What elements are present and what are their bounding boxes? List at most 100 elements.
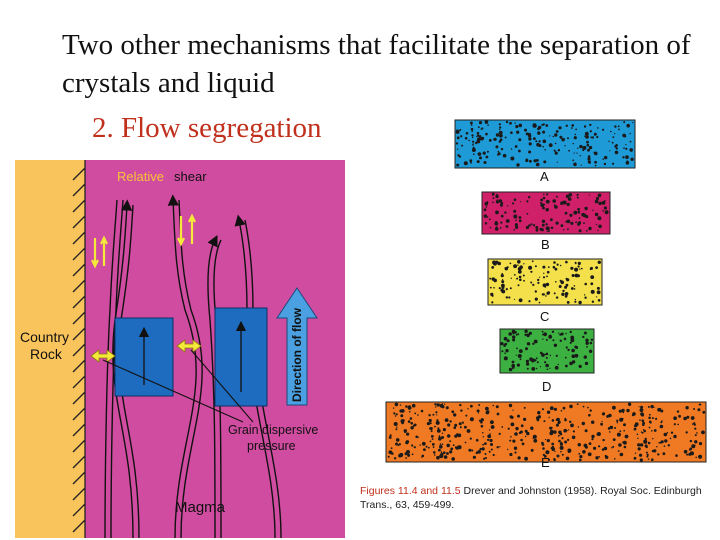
panel-grain xyxy=(566,220,570,224)
panel-grain xyxy=(583,406,585,408)
panel-grain xyxy=(518,284,520,286)
panel-grain xyxy=(690,440,692,442)
panel-grain xyxy=(487,151,489,153)
panel-grain xyxy=(543,276,545,278)
panel-grain xyxy=(499,287,501,289)
panel-grain xyxy=(549,143,553,147)
panel-grain xyxy=(411,444,413,446)
panel-grain xyxy=(585,339,588,342)
panel-grain xyxy=(465,137,468,140)
panel-grain xyxy=(473,456,476,459)
panel-grain xyxy=(484,208,487,211)
panel-grain xyxy=(572,360,575,363)
panel-grain xyxy=(456,130,460,134)
panel-grain xyxy=(522,443,525,446)
panel-grain xyxy=(604,156,607,159)
panel-grain xyxy=(585,215,588,218)
panel-grain xyxy=(625,144,626,145)
panel-grain xyxy=(650,405,653,408)
panel-grain xyxy=(481,447,484,450)
panel-grain xyxy=(573,211,577,215)
panel-grain xyxy=(570,424,574,428)
panel-grain xyxy=(433,446,435,448)
panel-grain xyxy=(547,439,550,442)
panel-grain xyxy=(470,405,473,408)
panel-grain xyxy=(619,418,623,422)
panel-grain xyxy=(400,404,401,405)
panel-grain xyxy=(446,406,449,409)
panel-grain xyxy=(693,408,695,410)
panel-grain xyxy=(523,280,525,282)
panel-grain xyxy=(515,123,516,124)
panel-grain xyxy=(485,222,487,224)
panel-grain xyxy=(495,227,499,231)
panel-grain xyxy=(434,426,436,428)
panel-grain xyxy=(579,229,582,232)
panel-grain xyxy=(590,136,592,138)
panel-grain xyxy=(588,452,592,456)
panel-grain xyxy=(585,429,588,432)
panel-grain xyxy=(598,445,600,447)
panel-grain xyxy=(434,454,436,456)
panel-grain xyxy=(616,420,618,422)
panel-grain xyxy=(642,432,644,434)
panel-grain xyxy=(547,285,549,287)
panel-grain xyxy=(543,197,546,200)
panel-grain xyxy=(578,426,579,427)
panel-grain xyxy=(491,266,494,269)
panel-grain xyxy=(533,439,537,443)
panel-grain xyxy=(489,219,491,221)
panel-grain xyxy=(472,141,474,143)
panel-grain xyxy=(436,414,437,415)
panel-grain xyxy=(604,447,608,451)
panel-grain xyxy=(511,148,512,149)
panel-grain xyxy=(618,450,620,452)
panel-grain xyxy=(546,276,548,278)
panel-grain xyxy=(537,419,540,422)
panel-grain xyxy=(533,137,536,140)
panel-grain xyxy=(567,228,569,230)
panel-grain xyxy=(578,262,581,265)
panel-grain xyxy=(539,140,541,142)
panel-grain xyxy=(590,342,593,345)
panel-grain xyxy=(499,123,501,125)
panel-grain xyxy=(602,210,604,212)
panel-grain xyxy=(557,264,559,266)
panel-grain xyxy=(498,152,501,155)
panel-grain xyxy=(502,286,505,289)
panel-grain xyxy=(510,436,512,438)
panel-grain xyxy=(660,425,664,429)
panel-grain xyxy=(441,451,443,453)
panel-grain xyxy=(505,137,507,139)
panel-grain xyxy=(562,454,564,456)
panel-grain xyxy=(608,141,609,142)
panel-grain xyxy=(639,419,641,421)
panel-grain xyxy=(674,423,676,425)
panel-grain xyxy=(587,157,590,160)
panel-grain xyxy=(540,199,543,202)
panel-grain xyxy=(565,357,567,359)
panel-grain xyxy=(559,136,562,139)
panel-grain xyxy=(393,407,394,408)
panel-grain xyxy=(441,405,444,408)
panel-grain xyxy=(422,442,426,446)
panel-grain xyxy=(594,161,597,164)
country-rock-label-line1: Country xyxy=(20,329,69,345)
panel-grain xyxy=(489,439,492,442)
panel-grain xyxy=(605,210,609,214)
panel-grain xyxy=(420,444,421,445)
panel-grain xyxy=(487,439,489,441)
panel-grain xyxy=(629,133,630,134)
panel-grain xyxy=(551,427,553,429)
panel-grain xyxy=(470,122,473,125)
panel-grain xyxy=(590,409,592,411)
panel-grain xyxy=(560,265,562,267)
panel-grain xyxy=(390,434,392,436)
panel-grain xyxy=(499,199,502,202)
panel-grain xyxy=(519,265,523,269)
panel-grain xyxy=(578,211,581,214)
panel-grain xyxy=(623,423,626,426)
panel-grain xyxy=(395,415,397,417)
panel-grain xyxy=(543,283,547,287)
panel-grain xyxy=(543,140,546,143)
